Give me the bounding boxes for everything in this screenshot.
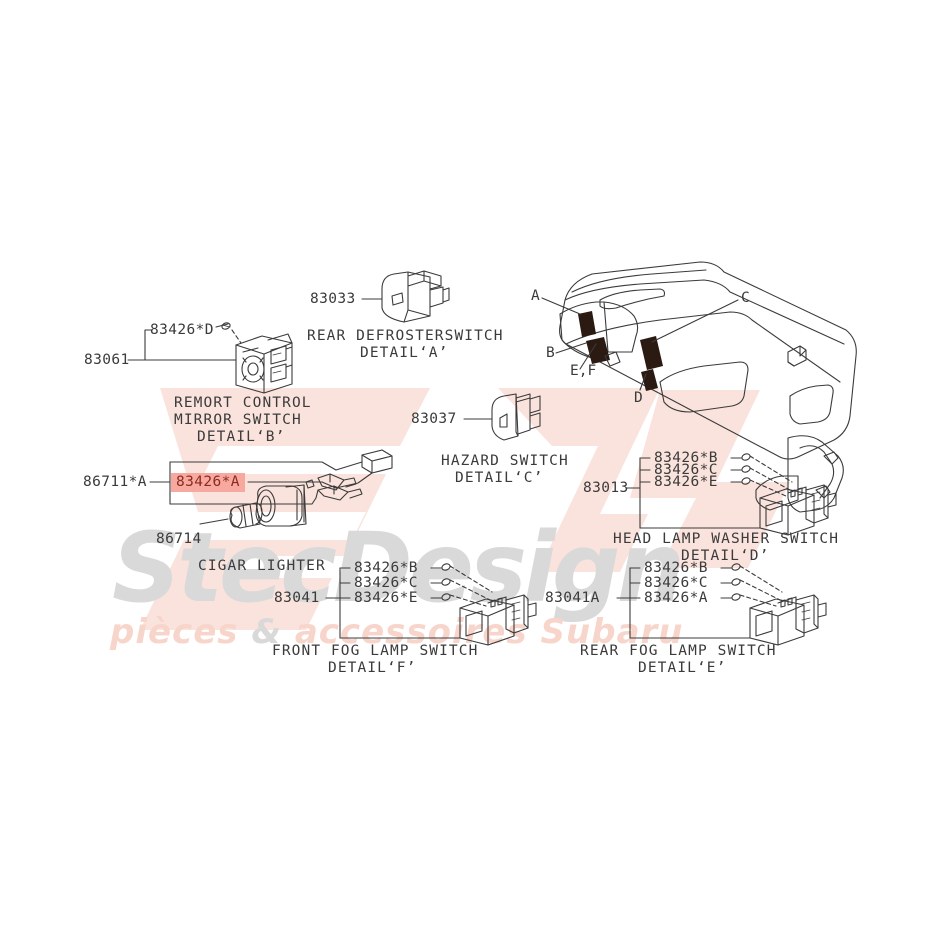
part-number-83041: 83041 — [274, 590, 320, 606]
art-hazard-switch — [491, 393, 541, 441]
caption-rear-fog-lamp-2: DETAIL‘E’ — [638, 660, 727, 676]
part-number-83033: 83033 — [310, 291, 356, 307]
art-dashboard — [559, 261, 857, 513]
caption-front-fog-lamp-2: DETAIL‘F’ — [328, 660, 417, 676]
art-rear-fog-lamp-switch — [749, 594, 827, 646]
part-number-ffl-83426-c: 83426*C — [354, 575, 418, 591]
art-front-fog-lamp-switch — [459, 594, 537, 646]
art-cigar-lighter-element — [199, 484, 307, 529]
part-number-83061: 83061 — [84, 352, 130, 368]
caption-hazard-switch-2: DETAIL‘C’ — [455, 470, 544, 486]
art-rear-defroster-switch — [381, 270, 450, 323]
art-cigar-lighter-harness — [299, 449, 393, 505]
caption-cigar-lighter: CIGAR LIGHTER — [198, 558, 326, 574]
caption-mirror-switch-1: REMORT CONTROL — [174, 395, 312, 411]
part-number-ffl-83426-b: 83426*B — [354, 560, 418, 576]
callout-c: C — [741, 290, 750, 306]
art-mirror-switch — [235, 333, 293, 394]
callout-d: D — [634, 390, 643, 406]
caption-rear-defroster-1: REAR DEFROSTERSWITCH — [307, 328, 504, 344]
caption-head-lamp-washer-2: DETAIL‘D’ — [681, 548, 770, 564]
part-number-83013: 83013 — [583, 480, 629, 496]
part-number-hlw-83426-e: 83426*E — [654, 474, 718, 490]
callout-ef: E,F — [570, 363, 597, 379]
callout-a: A — [531, 288, 540, 304]
caption-hazard-switch-1: HAZARD SWITCH — [441, 453, 569, 469]
leader-mirror-switch — [127, 322, 242, 361]
part-number-86711-a: 86711*A — [83, 474, 147, 490]
part-number-ffl-83426-e: 83426*E — [354, 590, 418, 606]
part-number-86714: 86714 — [156, 531, 202, 547]
caption-rear-fog-lamp-1: REAR FOG LAMP SWITCH — [580, 643, 777, 659]
highlighted-part-number-83426-a: 83426*A — [171, 473, 245, 492]
caption-front-fog-lamp-1: FRONT FOG LAMP SWITCH — [272, 643, 479, 659]
part-number-83426-d: 83426*D — [150, 322, 214, 338]
caption-head-lamp-washer-1: HEAD LAMP WASHER SWITCH — [613, 531, 840, 547]
caption-mirror-switch-3: DETAIL‘B’ — [197, 429, 286, 445]
part-number-rfl-83426-a: 83426*A — [644, 590, 708, 606]
art-head-lamp-washer-switch — [759, 484, 837, 536]
leader-cigar-lighter — [149, 461, 337, 505]
caption-mirror-switch-2: MIRROR SWITCH — [174, 412, 302, 428]
part-number-rfl-83426-b: 83426*B — [644, 560, 708, 576]
callout-b: B — [546, 345, 555, 361]
leader-head-lamp-washer — [625, 453, 793, 529]
part-number-hlw-83426-c: 83426*C — [654, 462, 718, 478]
part-number-hlw-83426-b: 83426*B — [654, 450, 718, 466]
leader-front-fog-lamp — [325, 563, 493, 639]
leader-dashboard-callouts — [541, 297, 739, 391]
caption-rear-defroster-2: DETAIL‘A’ — [360, 345, 449, 361]
part-number-83041a: 83041A — [545, 590, 600, 606]
part-number-rfl-83426-c: 83426*C — [644, 575, 708, 591]
leader-rear-fog-lamp — [616, 563, 783, 639]
part-number-83037: 83037 — [411, 411, 457, 427]
